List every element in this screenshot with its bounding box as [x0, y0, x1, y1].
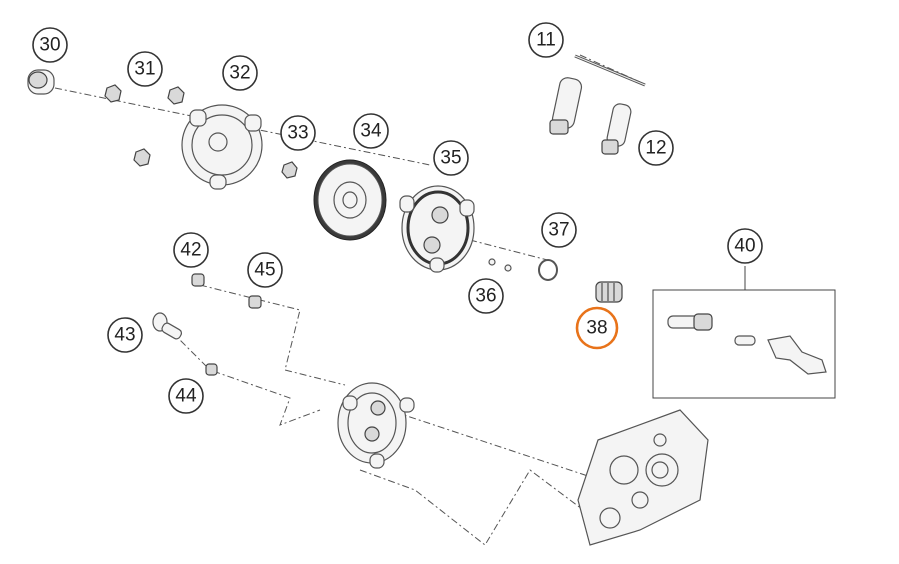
part-11-wire [574, 54, 646, 87]
callout-label: 42 [180, 240, 201, 261]
callout-36[interactable]: 36 [468, 278, 504, 314]
callout-label: 37 [548, 220, 569, 241]
callout-32[interactable]: 32 [222, 55, 258, 91]
callout-label: 11 [536, 30, 556, 51]
part-engine-case [577, 409, 709, 546]
callout-40[interactable]: 40 [727, 228, 763, 264]
callout-35[interactable]: 35 [433, 140, 469, 176]
callout-label: 43 [114, 325, 135, 346]
part-43-banjo [152, 312, 183, 340]
callout-label: 31 [134, 59, 155, 80]
part-32-housing-cover [181, 104, 263, 190]
callout-label: 36 [475, 286, 496, 307]
callout-38[interactable]: 38 [575, 306, 619, 350]
part-assembled-pump [337, 382, 415, 469]
part-45-washer [248, 295, 262, 309]
callout-label: 30 [39, 35, 60, 56]
callout-label: 35 [440, 148, 461, 169]
part-44-washer [205, 363, 218, 376]
part-34-diaphragm [313, 159, 387, 241]
callout-label: 45 [254, 260, 275, 281]
part-42-screw [191, 273, 205, 287]
part-33-nut [281, 161, 298, 179]
part-38-spring [595, 281, 623, 303]
callout-45[interactable]: 45 [247, 252, 283, 288]
part-40-kit-box [652, 266, 836, 399]
callout-37[interactable]: 37 [541, 212, 577, 248]
callout-label: 40 [734, 236, 755, 257]
callout-42[interactable]: 42 [173, 232, 209, 268]
callout-label: 44 [175, 386, 197, 407]
callout-label: 33 [287, 123, 308, 144]
callout-12[interactable]: 12 [638, 130, 674, 166]
callout-label: 12 [645, 138, 666, 159]
callout-43[interactable]: 43 [107, 317, 143, 353]
part-37-o-ring [538, 259, 558, 281]
callout-label: 34 [360, 121, 382, 142]
part-30-screw [27, 69, 55, 95]
callout-11[interactable]: 11 [528, 22, 564, 58]
part-35-housing [399, 185, 475, 273]
part-36-balls [488, 258, 512, 272]
callout-30[interactable]: 30 [32, 27, 68, 63]
callout-label: 32 [229, 63, 250, 84]
part-31-nuts [104, 84, 185, 167]
callout-label: 38 [586, 318, 607, 339]
callout-44[interactable]: 44 [168, 378, 204, 414]
part-12-bolts [549, 77, 632, 155]
callout-34[interactable]: 34 [353, 113, 389, 149]
callout-33[interactable]: 33 [280, 115, 316, 151]
callout-31[interactable]: 31 [127, 51, 163, 87]
